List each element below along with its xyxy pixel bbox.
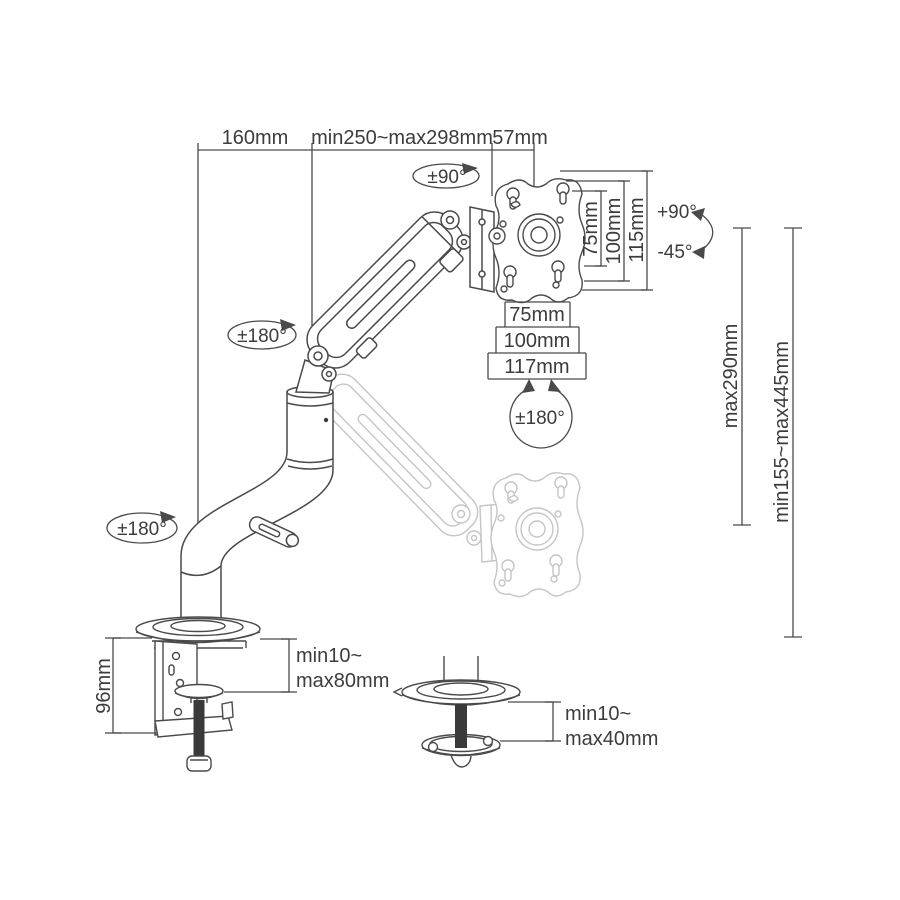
rotation-icons xyxy=(106,163,714,544)
rot-head-swivel: ±90° xyxy=(427,167,466,188)
dim-overall-range: min155~max445mm xyxy=(771,341,793,523)
dim-gas-stroke: max290mm xyxy=(720,324,742,428)
vesa-plate-main xyxy=(488,177,586,304)
gas-spring-arm xyxy=(306,206,495,382)
dimension-lines xyxy=(105,170,802,742)
dim-clamp-thickness-2: max80mm xyxy=(296,670,389,692)
head-swivel-icon xyxy=(412,163,480,189)
rot-arm-swivel: ±180° xyxy=(237,326,287,347)
dim-arm-reach: min250~max298mm xyxy=(311,127,493,149)
dim-vesa-side-115: 115mm xyxy=(626,197,648,262)
labels: 160mm min250~max298mm 57mm ±90° ±180° ±1… xyxy=(93,127,793,750)
quick-release-lever xyxy=(248,516,300,548)
arm-swivel-icon xyxy=(227,319,297,350)
dim-grommet-thickness-1: min10~ xyxy=(565,703,631,725)
dim-vesa-bottom-100: 100mm xyxy=(504,330,571,352)
rot-tilt-up: +90° xyxy=(657,202,697,223)
dim-head-offset: 57mm xyxy=(492,127,548,149)
dim-vesa-bottom-75: 75mm xyxy=(509,304,565,326)
vesa-rotate-icon xyxy=(509,379,573,449)
dim-vesa-bottom-117: 117mm xyxy=(504,356,569,378)
clamp-screw-shaft xyxy=(193,700,205,757)
base-swivel-icon xyxy=(106,511,178,544)
grommet-screw-shaft xyxy=(455,704,467,748)
rot-base-swivel: ±180° xyxy=(117,519,167,540)
grommet-base xyxy=(392,656,521,768)
clamp-screw-knob xyxy=(186,755,212,772)
tilt-arrow-icon xyxy=(691,208,714,259)
rot-vesa-rotate: ±180° xyxy=(515,408,565,429)
dim-vesa-side-100: 100mm xyxy=(603,198,625,265)
rot-tilt-down: -45° xyxy=(657,242,692,263)
riser-pole xyxy=(180,359,335,625)
dim-vesa-side-75: 75mm xyxy=(580,201,602,257)
dim-grommet-thickness-2: max40mm xyxy=(565,728,658,750)
desk-clamp-base xyxy=(135,616,261,772)
dim-clamp-height: 96mm xyxy=(93,658,115,714)
dim-clamp-thickness-1: min10~ xyxy=(296,645,362,667)
ghost-arm-lowered-position xyxy=(317,373,584,598)
dim-base-offset: 160mm xyxy=(222,127,289,149)
